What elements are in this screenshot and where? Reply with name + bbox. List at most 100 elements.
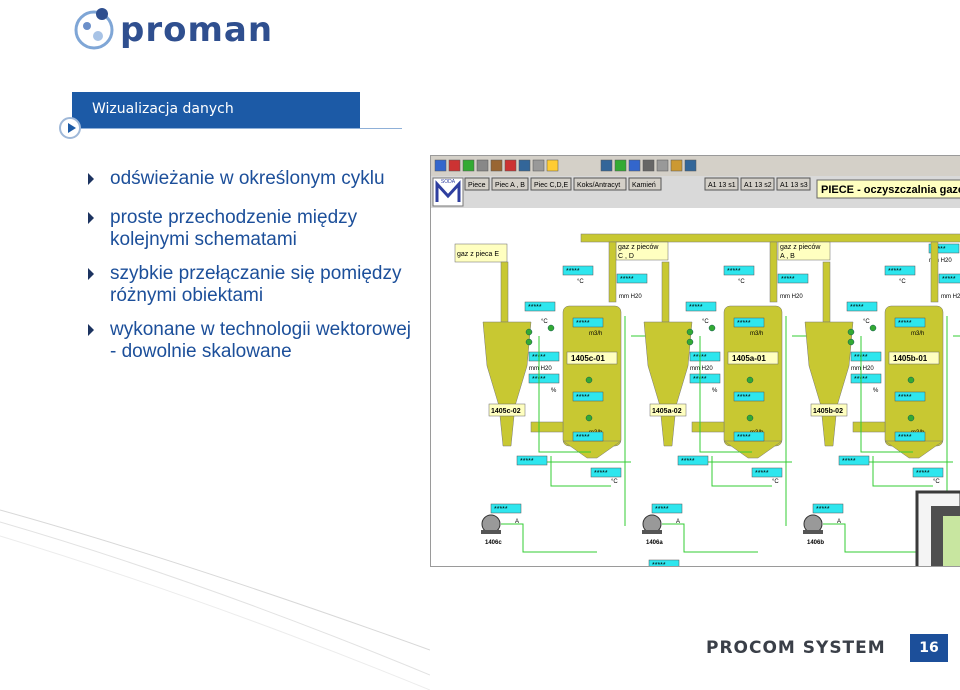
valve-icon[interactable] bbox=[525, 338, 533, 346]
readout-value: ***** bbox=[594, 470, 608, 477]
toolbar-button[interactable] bbox=[504, 159, 517, 172]
toolbar-button[interactable] bbox=[476, 159, 489, 172]
unit-label: A bbox=[515, 519, 519, 525]
gas-label-box bbox=[777, 241, 831, 261]
toolbar-button[interactable] bbox=[448, 159, 461, 172]
nav-button[interactable] bbox=[573, 177, 627, 191]
toolbar-button[interactable] bbox=[546, 159, 559, 172]
bullet-text: odświeżanie w określonym cyklu bbox=[110, 168, 385, 189]
valve-icon[interactable] bbox=[547, 324, 555, 332]
column-label-box bbox=[727, 351, 779, 365]
valve-icon[interactable] bbox=[585, 376, 593, 384]
readout-box bbox=[894, 431, 926, 442]
valve-icon[interactable] bbox=[847, 338, 855, 346]
nav-button[interactable] bbox=[530, 177, 572, 191]
unit-label: m3/h bbox=[589, 331, 602, 337]
view-button[interactable] bbox=[704, 177, 739, 191]
pipe-line bbox=[662, 523, 758, 553]
toolbar-button[interactable] bbox=[670, 159, 683, 172]
inlet-pipe bbox=[661, 261, 670, 323]
process-unit: 1405c-021405c-01*****m3/h*****m3/h******… bbox=[481, 241, 671, 553]
readout-value: ***** bbox=[898, 394, 912, 401]
readout-value: ***** bbox=[737, 434, 751, 441]
readout-box bbox=[846, 301, 878, 312]
readout-box bbox=[590, 467, 622, 478]
nav-button[interactable] bbox=[628, 177, 662, 191]
readout-box bbox=[938, 273, 960, 284]
readout-value: ***** bbox=[528, 304, 542, 311]
readout-value: ***** bbox=[652, 562, 666, 567]
toolbar-button[interactable] bbox=[434, 159, 447, 172]
readout-box bbox=[928, 243, 960, 254]
view-button[interactable] bbox=[776, 177, 811, 191]
toolbar-button[interactable] bbox=[600, 159, 613, 172]
readout-box bbox=[884, 265, 916, 276]
valve-icon[interactable] bbox=[907, 414, 915, 422]
readout-value: ***** bbox=[898, 434, 912, 441]
valve-icon[interactable] bbox=[585, 414, 593, 422]
pipe-line bbox=[823, 523, 919, 553]
unit-label: °C bbox=[738, 279, 745, 285]
readout-value: ***** bbox=[576, 434, 590, 441]
unit-label: mm H20 bbox=[690, 366, 713, 372]
play-button[interactable] bbox=[59, 117, 81, 139]
nav-button-label: Kamień bbox=[632, 182, 656, 189]
readout-value: ***** bbox=[520, 458, 534, 465]
readout-value: ***** bbox=[781, 276, 795, 283]
toolbar-button[interactable] bbox=[518, 159, 531, 172]
bullet-item: szybkie przełączanie się pomiędzy różnym… bbox=[88, 263, 418, 307]
cyclone-body bbox=[482, 321, 532, 447]
toolbar-button[interactable] bbox=[684, 159, 697, 172]
gas-label-text: gaz z pieców bbox=[618, 244, 659, 251]
view-button-label: A1 13 s1 bbox=[708, 182, 736, 189]
nav-button[interactable] bbox=[491, 177, 529, 191]
readout-box bbox=[689, 351, 721, 362]
readout-value: ***** bbox=[755, 470, 769, 477]
valve-icon[interactable] bbox=[907, 376, 915, 384]
readout-value: ***** bbox=[737, 320, 751, 327]
valve-icon[interactable] bbox=[746, 376, 754, 384]
toolbar-button[interactable] bbox=[532, 159, 545, 172]
readout-value: ***** bbox=[494, 506, 508, 513]
readout-value: ***** bbox=[816, 506, 830, 513]
toolbar-button[interactable] bbox=[462, 159, 475, 172]
readout-box bbox=[689, 373, 721, 384]
proman-logo-icon bbox=[74, 8, 114, 50]
readout-box bbox=[838, 455, 870, 466]
column-inlet bbox=[769, 241, 778, 303]
unit-label: °C bbox=[899, 279, 906, 285]
inlet-pipe bbox=[500, 261, 509, 323]
valve-icon[interactable] bbox=[525, 328, 533, 336]
toolbar-button[interactable] bbox=[490, 159, 503, 172]
view-button[interactable] bbox=[740, 177, 775, 191]
connecting-duct bbox=[691, 421, 725, 433]
column-label: 1405b-01 bbox=[893, 354, 928, 363]
pump-base bbox=[481, 530, 501, 534]
readout-value: ***** bbox=[655, 506, 669, 513]
valve-icon[interactable] bbox=[686, 328, 694, 336]
unit-label: % bbox=[551, 388, 557, 394]
unit-label: mm H20 bbox=[780, 294, 803, 300]
unit-label: m3/h bbox=[750, 331, 763, 337]
valve-icon[interactable] bbox=[708, 324, 716, 332]
column-label: 1405c-01 bbox=[571, 354, 605, 363]
connecting-duct bbox=[852, 421, 886, 433]
readout-box bbox=[912, 467, 944, 478]
toolbar-button[interactable] bbox=[642, 159, 655, 172]
cyclone-label-box bbox=[649, 403, 687, 417]
nav-button[interactable] bbox=[464, 177, 490, 191]
readout-box bbox=[616, 273, 648, 284]
readout-box bbox=[723, 265, 755, 276]
toolbar-button[interactable] bbox=[628, 159, 641, 172]
readout-box bbox=[562, 265, 594, 276]
toolbar-button[interactable] bbox=[614, 159, 627, 172]
toolbar-button[interactable] bbox=[656, 159, 669, 172]
valve-icon[interactable] bbox=[847, 328, 855, 336]
unit-label: °C bbox=[772, 479, 779, 485]
valve-icon[interactable] bbox=[746, 414, 754, 422]
valve-icon[interactable] bbox=[869, 324, 877, 332]
screen-title-box bbox=[816, 179, 960, 199]
valve-icon[interactable] bbox=[686, 338, 694, 346]
proman-logo: proman bbox=[72, 4, 282, 54]
